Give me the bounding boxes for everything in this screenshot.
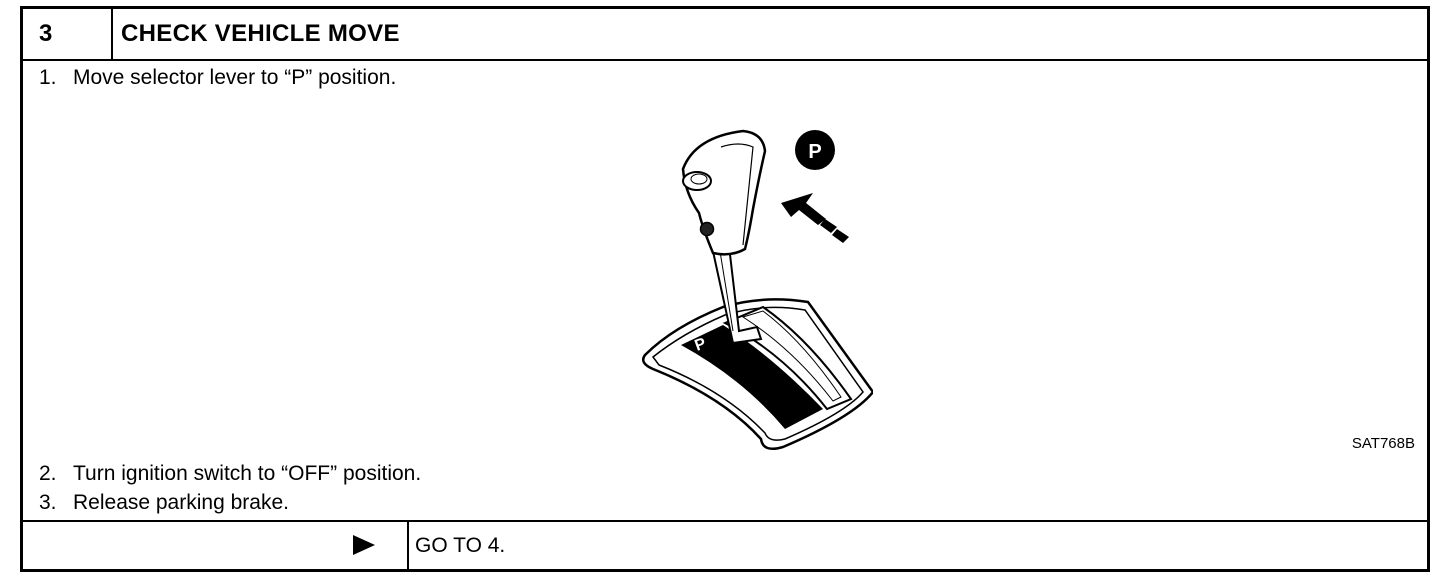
gate-indicator-strip bbox=[681, 325, 823, 429]
instruction-number: 2. bbox=[39, 462, 57, 485]
direction-arrow-icon bbox=[781, 193, 849, 243]
p-badge-label: P bbox=[808, 141, 821, 163]
instruction-number: 3. bbox=[39, 491, 57, 514]
instruction-text: Release parking brake. bbox=[73, 491, 289, 514]
selector-lever-illustration: P P bbox=[642, 129, 873, 450]
instruction-text: Move selector lever to “P” position. bbox=[73, 66, 397, 89]
instruction-item-3: 3. Release parking brake. bbox=[39, 490, 289, 516]
result-row: GO TO 4. bbox=[23, 520, 1427, 569]
instruction-text: Turn ignition switch to “OFF” position. bbox=[73, 462, 422, 485]
result-arrow-cell bbox=[23, 522, 409, 569]
procedure-step-box: 3 CHECK VEHICLE MOVE 1. Move selector lev… bbox=[20, 6, 1430, 572]
instruction-item-1: 1. Move selector lever to “P” position. bbox=[39, 65, 396, 91]
step-number: 3 bbox=[23, 9, 113, 59]
lock-button bbox=[699, 221, 715, 237]
goto-link[interactable]: GO TO 4. bbox=[415, 534, 506, 557]
step-header: 3 CHECK VEHICLE MOVE bbox=[23, 9, 1427, 61]
figure-code: SAT768B bbox=[1351, 435, 1415, 452]
knob-button bbox=[682, 171, 712, 191]
p-position-badge-icon bbox=[795, 130, 835, 170]
right-triangle-arrow-icon bbox=[353, 535, 375, 555]
instruction-item-2: 2. Turn ignition switch to “OFF” position… bbox=[39, 461, 421, 487]
instruction-number: 1. bbox=[39, 66, 57, 89]
step-title: CHECK VEHICLE MOVE bbox=[121, 20, 400, 47]
